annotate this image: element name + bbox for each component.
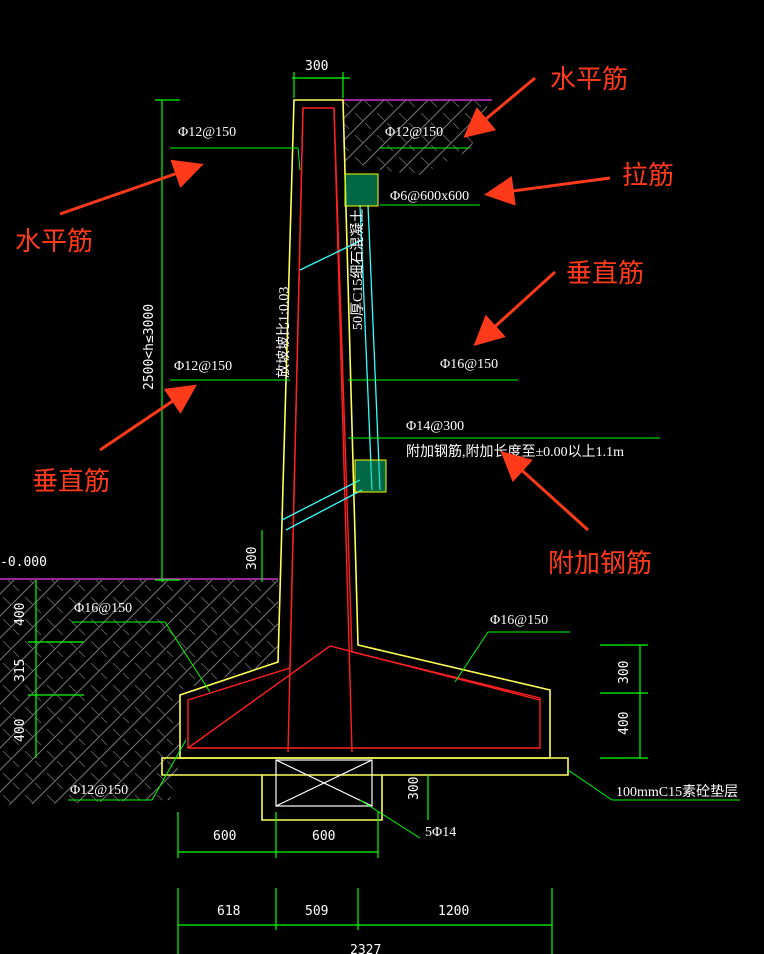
dimension-lines xyxy=(28,72,648,954)
label-rebar-top-right: Φ12@150 xyxy=(385,125,443,140)
dim-height-range: 2500<h≤3000 xyxy=(142,304,157,390)
label-slope-left: 放坡坡比1:0.03 xyxy=(276,287,292,378)
label-slope-right: 50厚C15细石混凝土 xyxy=(350,209,366,330)
dim-left-400b: 400 xyxy=(13,719,28,742)
wall-outline xyxy=(161,99,569,821)
label-tie-spec: Φ6@600x600 xyxy=(390,189,469,204)
dim-left-315: 315 xyxy=(13,659,28,682)
annotation-tie-bar: 拉筋 xyxy=(622,161,674,191)
dim-key-300: 300 xyxy=(407,777,422,800)
backfill-soil-hatch xyxy=(0,100,490,805)
dim-base-300: 300 xyxy=(245,547,260,570)
label-additional-note: 附加钢筋,附加长度至±0.00以上1.1m xyxy=(406,443,624,460)
tie-bars xyxy=(281,173,387,531)
red-annotations: 水平筋 拉筋 垂直筋 水平筋 垂直筋 附加钢筋 xyxy=(15,65,674,579)
dim-left-400a: 400 xyxy=(13,603,28,626)
label-additional-spec: Φ14@300 xyxy=(406,419,464,434)
annotation-vertical-bar-left: 垂直筋 xyxy=(32,467,110,497)
label-base-left: Φ16@150 xyxy=(74,601,132,616)
label-base-right: Φ16@150 xyxy=(490,613,548,628)
dim-bottom-600: 600 xyxy=(213,829,236,844)
annotation-vertical-bar-right: 垂直筋 xyxy=(566,259,644,289)
label-vertical-left: Φ12@150 xyxy=(174,359,232,374)
label-cushion: 100mmC15素砼垫层 xyxy=(616,784,738,800)
label-base-bottom: Φ12@150 xyxy=(70,783,128,798)
dimension-text: 300 2500<h≤3000 300 -0.000 400 315 400 3… xyxy=(0,59,632,954)
label-rebar-top-left: Φ12@150 xyxy=(178,125,236,140)
ground-lines xyxy=(0,99,492,580)
dim-total-509: 509 xyxy=(305,904,328,919)
dim-total-1200: 1200 xyxy=(438,904,469,919)
label-vertical-right: Φ16@150 xyxy=(440,357,498,372)
dim-total-2327: 2327 xyxy=(350,943,381,954)
annotation-horizontal-bar-left: 水平筋 xyxy=(15,227,93,257)
rebar-lines xyxy=(187,107,541,753)
rebar-labels: Φ12@150 Φ12@150 Φ6@600x600 放坡坡比1:0.03 50… xyxy=(70,125,738,840)
label-key-bars: 5Φ14 xyxy=(425,825,456,840)
annotation-horizontal-bar-right: 水平筋 xyxy=(550,65,628,95)
dim-ground-level: -0.000 xyxy=(0,555,47,570)
dim-top-width: 300 xyxy=(305,59,328,74)
leader-lines xyxy=(68,147,740,839)
dim-right-300: 300 xyxy=(617,661,632,684)
dim-total-618: 618 xyxy=(217,904,240,919)
annotation-additional-bar: 附加钢筋 xyxy=(548,549,652,579)
dim-bottom-600b: 600 xyxy=(312,829,335,844)
dim-right-400: 400 xyxy=(617,712,632,735)
